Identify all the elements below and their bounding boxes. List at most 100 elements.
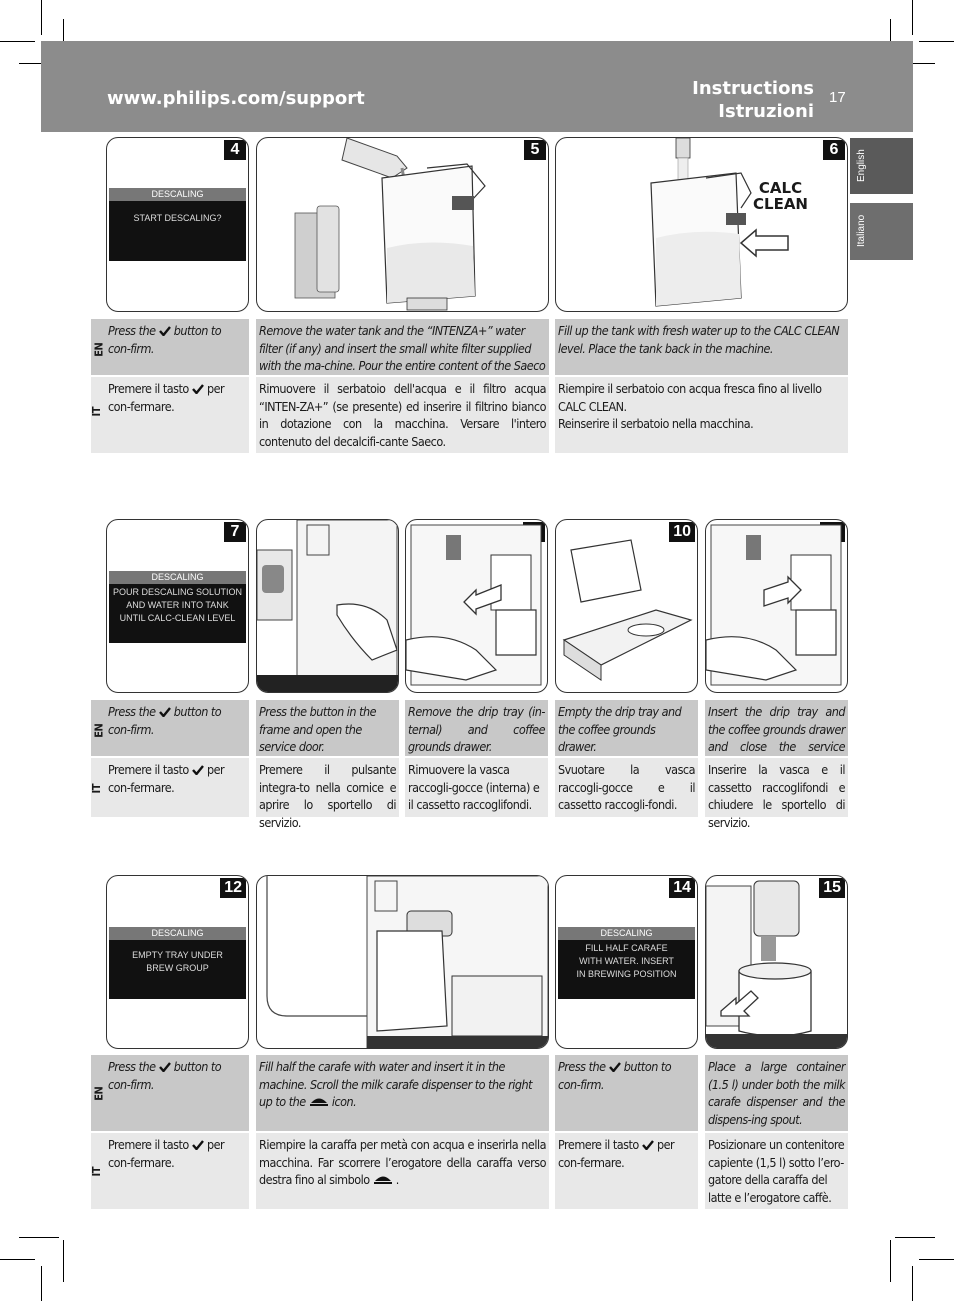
crop-mark <box>895 1237 935 1238</box>
step-15-panel: 15 <box>705 875 848 1049</box>
step-6-panel: 6 CALC CLEAN <box>555 137 848 312</box>
text-fragment: button to con-firm. <box>108 704 222 737</box>
crop-mark <box>890 1240 891 1282</box>
tab-english-label: English <box>856 149 867 182</box>
lang-label-en: EN <box>92 342 106 357</box>
step-number: 7 <box>224 522 246 542</box>
step-14-panel: 14 DESCALING FILL HALF CARAFE WITH WATER… <box>555 875 698 1049</box>
step-11-en-text: Insert the drip tray and the coffee grou… <box>705 700 848 772</box>
display-screen: DESCALING POUR DESCALING SOLUTION AND WA… <box>109 571 246 643</box>
page-title-en: Instructions <box>692 78 814 99</box>
text-fragment: per con-fermare. <box>558 1137 675 1170</box>
text-fragment: icon. <box>331 1094 357 1109</box>
crop-mark <box>19 63 59 64</box>
step-4-panel: 4 DESCALING START DESCALING? <box>106 137 249 312</box>
screen-message: START DESCALING? <box>133 213 222 223</box>
text-fragment: Premere il tasto <box>108 381 189 396</box>
crop-mark <box>19 1237 59 1238</box>
screen-message: FILL HALF CARAFE WITH WATER. INSERT IN B… <box>576 943 677 979</box>
carafe-dispenser-icon <box>373 1176 392 1184</box>
step-10-panel: 10 <box>555 519 698 693</box>
calc-clean-label: CALC CLEAN <box>753 179 808 213</box>
step-9-panel: 9 <box>405 519 548 693</box>
text-fragment: Riempire il serbatoio con acqua fresca f… <box>558 381 822 414</box>
step-5-panel: 5 <box>256 137 549 312</box>
text-fragment: Premere il tasto <box>108 1137 189 1152</box>
crop-mark <box>912 0 913 35</box>
step-14-it-text: Premere il tasto per con-fermare. <box>555 1133 698 1209</box>
screen-message: EMPTY TRAY UNDER BREW GROUP <box>132 950 223 973</box>
screen-title: DESCALING <box>109 927 246 940</box>
step-number: 10 <box>669 522 695 542</box>
support-url[interactable]: www.philips.com/support <box>107 88 365 109</box>
step-10-it-text: Svuotare la vasca raccogli-gocce e il ca… <box>555 758 698 817</box>
text-fragment: Riempire la caraffa per metà con acqua e… <box>259 1137 547 1187</box>
display-screen: DESCALING EMPTY TRAY UNDER BREW GROUP <box>109 927 246 999</box>
step-9-en-text: Remove the drip tray (in-ternal) and cof… <box>405 700 548 756</box>
crop-mark <box>0 41 35 42</box>
text-fragment: Press the <box>558 1059 606 1074</box>
page-title-it: Istruzioni <box>718 101 814 122</box>
step-7-en-text: EN Press the button to con-firm. <box>91 700 249 756</box>
step-15-en-text: Place a large container (1.5 l) under bo… <box>705 1055 848 1131</box>
step-11-panel: 11 <box>705 519 848 693</box>
text-fragment: Premere il tasto <box>108 762 189 777</box>
lang-label-it: IT <box>89 407 103 417</box>
text-fragment: Press the <box>108 1059 156 1074</box>
step-9-it-text: Rimuovere la vasca raccogli-gocce (inter… <box>405 758 548 817</box>
text-fragment: Press the <box>108 704 156 719</box>
screen-title: DESCALING <box>558 927 695 940</box>
step-14-en-text: Press the button to con-firm. <box>555 1055 698 1131</box>
step-11-it-text: Inserire la vasca e il cassetto raccogli… <box>705 758 848 830</box>
carafe-dispenser-icon <box>309 1098 328 1106</box>
step-4-it-text: IT Premere il tasto per con-fermare. <box>89 377 249 453</box>
check-icon <box>608 1062 621 1072</box>
crop-mark <box>912 1266 913 1301</box>
carafe-insert-illustration <box>266 876 548 1048</box>
crop-mark <box>890 19 891 61</box>
text-fragment: Fill half the carafe with water and inse… <box>259 1059 533 1109</box>
drip-tray-remove-illustration <box>406 524 542 686</box>
water-tank-illustration <box>294 138 486 311</box>
service-door-illustration <box>257 520 398 692</box>
step-7-it-text: IT Premere il tasto per con-fermare. <box>90 758 249 817</box>
tank-fill-illustration <box>650 138 789 307</box>
display-screen: DESCALING FILL HALF CARAFE WITH WATER. I… <box>558 927 695 999</box>
step-number: 6 <box>823 140 845 160</box>
step-number: 15 <box>819 878 845 898</box>
crop-mark <box>63 1240 64 1282</box>
step-number: 14 <box>669 878 695 898</box>
step-12-it-text: IT Premere il tasto per con-fermare. <box>89 1133 249 1209</box>
text-fragment: Premere il tasto <box>558 1137 639 1152</box>
crop-mark <box>895 63 935 64</box>
text-fragment: Press the <box>108 323 156 338</box>
step-number: 4 <box>224 140 246 160</box>
text-fragment: . <box>395 1172 400 1187</box>
tab-italiano[interactable]: Italiano <box>850 203 913 260</box>
step-number: 12 <box>220 878 246 898</box>
step-5-en-text: Remove the water tank and the “INTENZA+”… <box>256 319 549 391</box>
screen-title: DESCALING <box>109 188 246 201</box>
crop-mark <box>41 0 42 35</box>
drip-tray-insert-illustration <box>706 524 842 686</box>
tab-english[interactable]: English <box>850 138 913 194</box>
check-icon <box>158 1062 171 1072</box>
text-fragment: Reinserire il serbatoio nella macchina. <box>558 416 754 431</box>
screen-message: POUR DESCALING SOLUTION AND WATER INTO T… <box>112 587 243 623</box>
text-fragment: button to con-firm. <box>108 1059 222 1092</box>
crop-mark <box>0 1259 35 1260</box>
text-fragment: per con-fermare. <box>108 762 225 795</box>
text-fragment: button to con-firm. <box>558 1059 672 1092</box>
check-icon <box>191 1140 204 1150</box>
text-fragment: per con-fermare. <box>108 1137 225 1170</box>
step-4-en-text: EN Press the button to con-firm. <box>91 319 249 375</box>
step-13-en-text: Fill half the carafe with water and inse… <box>256 1055 549 1131</box>
step-13-panel: 13 <box>256 875 549 1049</box>
tab-italiano-label: Italiano <box>856 214 867 247</box>
crop-mark <box>63 19 64 61</box>
lang-label-it: IT <box>89 1167 103 1177</box>
check-icon <box>191 765 204 775</box>
container-placement-illustration <box>706 880 847 1048</box>
screen-title: DESCALING <box>109 571 246 584</box>
check-icon <box>158 326 171 336</box>
